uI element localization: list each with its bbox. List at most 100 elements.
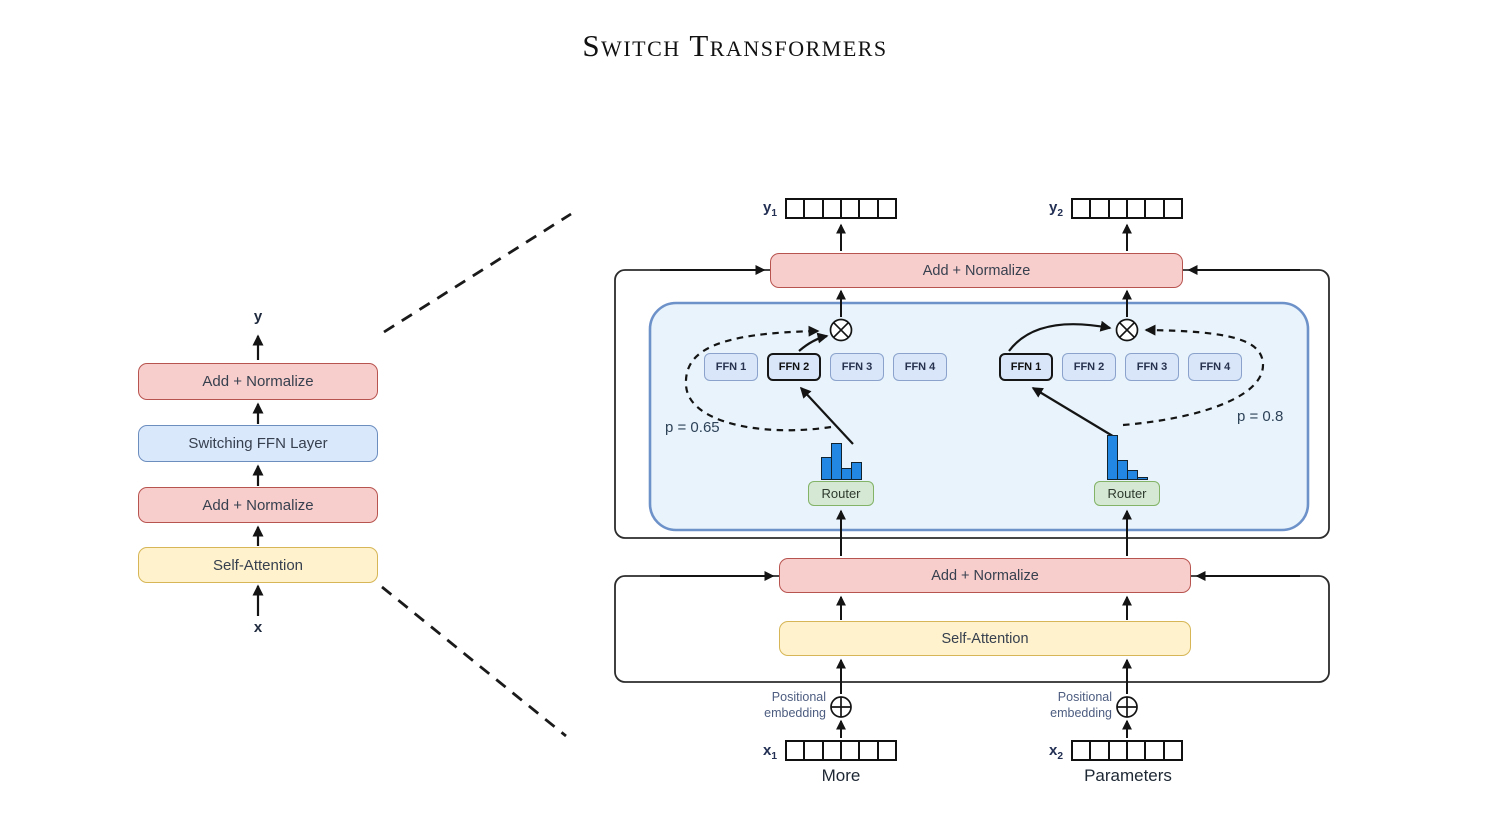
token-cell	[1127, 742, 1147, 759]
output-token-label-2: y2	[1049, 199, 1063, 219]
token-cell	[1164, 200, 1181, 217]
token-cell	[1109, 200, 1128, 217]
token-cell	[841, 742, 861, 759]
add-normalize-middle: Add + Normalize	[779, 558, 1191, 593]
router-label: Router	[821, 486, 861, 501]
token-cell	[1091, 200, 1110, 217]
input-token-vector-2	[1071, 740, 1183, 761]
positional-line2: embedding	[1050, 706, 1112, 720]
x2-subscript: 2	[1057, 751, 1064, 762]
expert-ffn3-right: FFN 3	[1125, 353, 1179, 381]
token-cell	[1091, 742, 1110, 759]
gate-probability-loops	[684, 324, 1265, 432]
mini-add-normalize-bottom-label: Add + Normalize	[202, 496, 314, 514]
mini-input-label: x	[253, 619, 263, 636]
expert-ffn2-right: FFN 2	[1062, 353, 1116, 381]
router-prob-bar	[1136, 477, 1148, 480]
token-cell	[823, 742, 842, 759]
expert-ffn4-right: FFN 4	[1188, 353, 1242, 381]
token-cell	[841, 200, 861, 217]
expert-ffn3-left: FFN 3	[830, 353, 884, 381]
token-cell	[787, 200, 806, 217]
router-left: Router	[808, 481, 874, 506]
mini-add-normalize-top: Add + Normalize	[138, 363, 378, 400]
token-cell	[805, 742, 824, 759]
token-cell	[1164, 742, 1181, 759]
output-token-vector-2	[1071, 198, 1183, 219]
positional-line1: Positional	[1057, 690, 1112, 704]
token-cell	[878, 742, 895, 759]
expert-ffn1-right-selected: FFN 1	[999, 353, 1053, 381]
mini-self-attention: Self-Attention	[138, 547, 378, 583]
token-cell	[805, 200, 824, 217]
token-cell	[1146, 742, 1165, 759]
x1-label: x	[763, 742, 772, 759]
positional-add-icon-left	[830, 696, 852, 718]
router-prob-bar	[1126, 470, 1139, 480]
token-cell	[860, 742, 879, 759]
positional-embedding-label-right: Positional embedding	[1032, 689, 1112, 721]
mini-add-normalize-bottom: Add + Normalize	[138, 487, 378, 523]
token-cell	[1146, 200, 1165, 217]
expert-to-gate-arrows	[798, 320, 1112, 352]
output-token-vector-1	[785, 198, 897, 219]
mini-output-label: y	[253, 308, 263, 325]
positional-embedding-label-left: Positional embedding	[746, 689, 826, 721]
token-cell	[823, 200, 842, 217]
y1-label: y	[763, 199, 772, 216]
expert-label: FFN 3	[841, 361, 873, 373]
figure-title: Switch Transformers	[582, 28, 888, 63]
token-cell	[1073, 742, 1092, 759]
input-token-label-2: x2	[1049, 742, 1063, 762]
token-cell	[878, 200, 895, 217]
positional-add-icon-right	[1116, 696, 1138, 718]
router-prob-bar	[830, 443, 843, 480]
expert-ffn2-left-selected: FFN 2	[767, 353, 821, 381]
expert-label: FFN 4	[1199, 361, 1231, 373]
gate-probability-right: p = 0.8	[1237, 408, 1284, 425]
router-to-expert-arrows	[799, 386, 1117, 445]
gate-multiply-icon-right	[1115, 318, 1139, 342]
input-word-left: More	[821, 766, 861, 785]
output-token-label-1: y1	[763, 199, 777, 219]
positional-line1: Positional	[771, 690, 826, 704]
gate-multiply-icon-left	[829, 318, 853, 342]
expert-label: FFN 2	[1073, 361, 1105, 373]
expert-label: FFN 1	[1010, 361, 1042, 373]
gate-probability-left: p = 0.65	[665, 419, 720, 436]
y2-subscript: 2	[1057, 208, 1064, 219]
token-cell	[1109, 742, 1128, 759]
router-prob-bar	[1107, 435, 1119, 480]
y2-label: y	[1049, 199, 1058, 216]
positional-line2: embedding	[764, 706, 826, 720]
expert-label: FFN 3	[1136, 361, 1168, 373]
x2-label: x	[1049, 742, 1058, 759]
mini-switching-ffn-label: Switching FFN Layer	[188, 435, 328, 452]
token-cell	[1073, 200, 1092, 217]
add-normalize-top-label: Add + Normalize	[922, 262, 1031, 279]
mini-switching-ffn-layer: Switching FFN Layer	[138, 425, 378, 462]
input-token-label-1: x1	[763, 742, 777, 762]
expert-ffn4-left: FFN 4	[893, 353, 947, 381]
mini-add-normalize-top-label: Add + Normalize	[202, 373, 314, 390]
router-prob-bar	[850, 462, 862, 480]
input-word-right: Parameters	[1084, 766, 1172, 785]
token-cell	[787, 742, 806, 759]
y1-subscript: 1	[771, 208, 778, 219]
zoom-connector-lines	[381, 212, 572, 738]
self-attention-block: Self-Attention	[779, 621, 1191, 656]
expert-ffn1-left: FFN 1	[704, 353, 758, 381]
token-cell	[860, 200, 879, 217]
input-token-vector-1	[785, 740, 897, 761]
router-right: Router	[1094, 481, 1160, 506]
self-attention-label: Self-Attention	[941, 630, 1029, 647]
expert-label: FFN 1	[715, 361, 747, 373]
expert-label: FFN 4	[904, 361, 936, 373]
x1-subscript: 1	[771, 751, 778, 762]
router-distribution-right	[1107, 434, 1148, 480]
mini-self-attention-label: Self-Attention	[212, 556, 304, 574]
add-normalize-middle-label: Add + Normalize	[931, 567, 1039, 584]
router-label: Router	[1107, 486, 1147, 501]
add-normalize-top: Add + Normalize	[770, 253, 1183, 288]
